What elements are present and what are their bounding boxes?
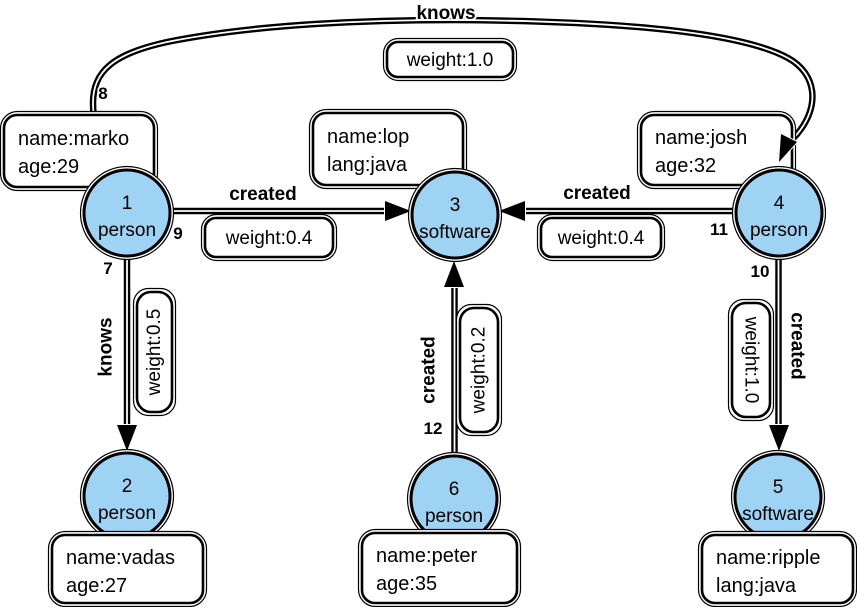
- node-label: person: [98, 503, 156, 524]
- edge-label-created-9: created: [229, 184, 297, 205]
- node-id: 2: [122, 476, 133, 497]
- property-line: lang:java: [716, 575, 797, 597]
- edge-id-8: 8: [98, 84, 107, 103]
- node-label: software: [742, 504, 814, 525]
- property-line: name:lop: [327, 126, 409, 148]
- node-id: 3: [450, 195, 461, 216]
- node-label: person: [425, 506, 483, 527]
- node-4: 4 person: [731, 165, 827, 261]
- weight-box-edge-8: weight:1.0: [382, 37, 518, 82]
- edge-12-created: [443, 260, 465, 460]
- edge-label-created-10: created: [787, 312, 808, 380]
- weight-box-edge-9: weight:0.4: [200, 213, 338, 262]
- property-line: age:32: [655, 155, 716, 177]
- property-line: age:29: [18, 156, 79, 178]
- weight-label: weight:1.0: [741, 316, 762, 404]
- edge-id-12: 12: [424, 419, 443, 438]
- node-2: 2 person: [79, 448, 175, 544]
- node-label: person: [98, 220, 156, 241]
- weight-label: weight:0.2: [469, 327, 490, 415]
- edge-id-10: 10: [751, 262, 770, 281]
- edge-11-arrowhead: [498, 200, 526, 222]
- property-line: lang:java: [327, 154, 408, 176]
- property-line: name:marko: [18, 128, 129, 150]
- edge-8-arrowhead: [778, 133, 798, 163]
- property-line: name:josh: [655, 127, 747, 149]
- weight-label: weight:1.0: [406, 50, 494, 71]
- weight-label: weight:0.4: [557, 228, 645, 249]
- edge-8-knows: [89, 16, 816, 178]
- edge-9-arrowhead: [384, 200, 412, 222]
- node-id: 5: [773, 477, 784, 498]
- node-6: 6 person: [406, 451, 502, 547]
- weight-label: weight:0.4: [225, 228, 313, 249]
- edge-10-arrowhead: [768, 424, 790, 452]
- node-id: 4: [774, 193, 785, 214]
- node-1: 1 person: [79, 165, 175, 261]
- edge-11-created: [498, 200, 745, 222]
- node-id: 1: [122, 193, 133, 214]
- property-box-lop: name:lop lang:java: [308, 108, 468, 190]
- edge-7-knows: [116, 250, 138, 452]
- weight-box-edge-12: weight:0.2: [455, 303, 503, 437]
- edge-id-11: 11: [710, 220, 728, 239]
- node-3: 3 software: [407, 167, 503, 263]
- edge-label-created-11: created: [563, 183, 631, 204]
- weight-box-edge-11: weight:0.4: [536, 213, 666, 262]
- edge-7-arrowhead: [116, 424, 138, 452]
- property-box-ripple: name:ripple lang:java: [697, 530, 857, 608]
- node-label: person: [750, 220, 808, 241]
- edge-9-created: [160, 200, 412, 222]
- property-box-josh: name:josh age:32: [636, 110, 797, 190]
- edge-id-7: 7: [103, 259, 112, 278]
- edge-8-line-core: [92, 19, 814, 177]
- edge-label-knows-7: knows: [96, 317, 117, 376]
- edge-label-knows-8: knows: [416, 3, 475, 24]
- property-line: age:35: [376, 573, 437, 595]
- edge-12-arrowhead: [443, 260, 465, 288]
- node-5: 5 software: [730, 449, 826, 545]
- edge-label-created-12: created: [419, 336, 440, 404]
- property-line: name:ripple: [716, 547, 821, 569]
- property-line: age:27: [66, 575, 127, 597]
- edge-id-9: 9: [173, 224, 182, 243]
- weight-box-edge-10: weight:1.0: [727, 298, 775, 422]
- property-line: name:peter: [376, 545, 478, 567]
- node-id: 6: [449, 479, 460, 500]
- node-label: software: [419, 222, 491, 243]
- property-box-vadas: name:vadas age:27: [47, 530, 208, 608]
- property-line: name:vadas: [66, 547, 175, 569]
- property-box-peter: name:peter age:35: [357, 528, 522, 608]
- weight-box-edge-7: weight:0.5: [132, 287, 177, 417]
- edge-10-created: [768, 250, 790, 452]
- weight-label: weight:0.5: [144, 309, 165, 397]
